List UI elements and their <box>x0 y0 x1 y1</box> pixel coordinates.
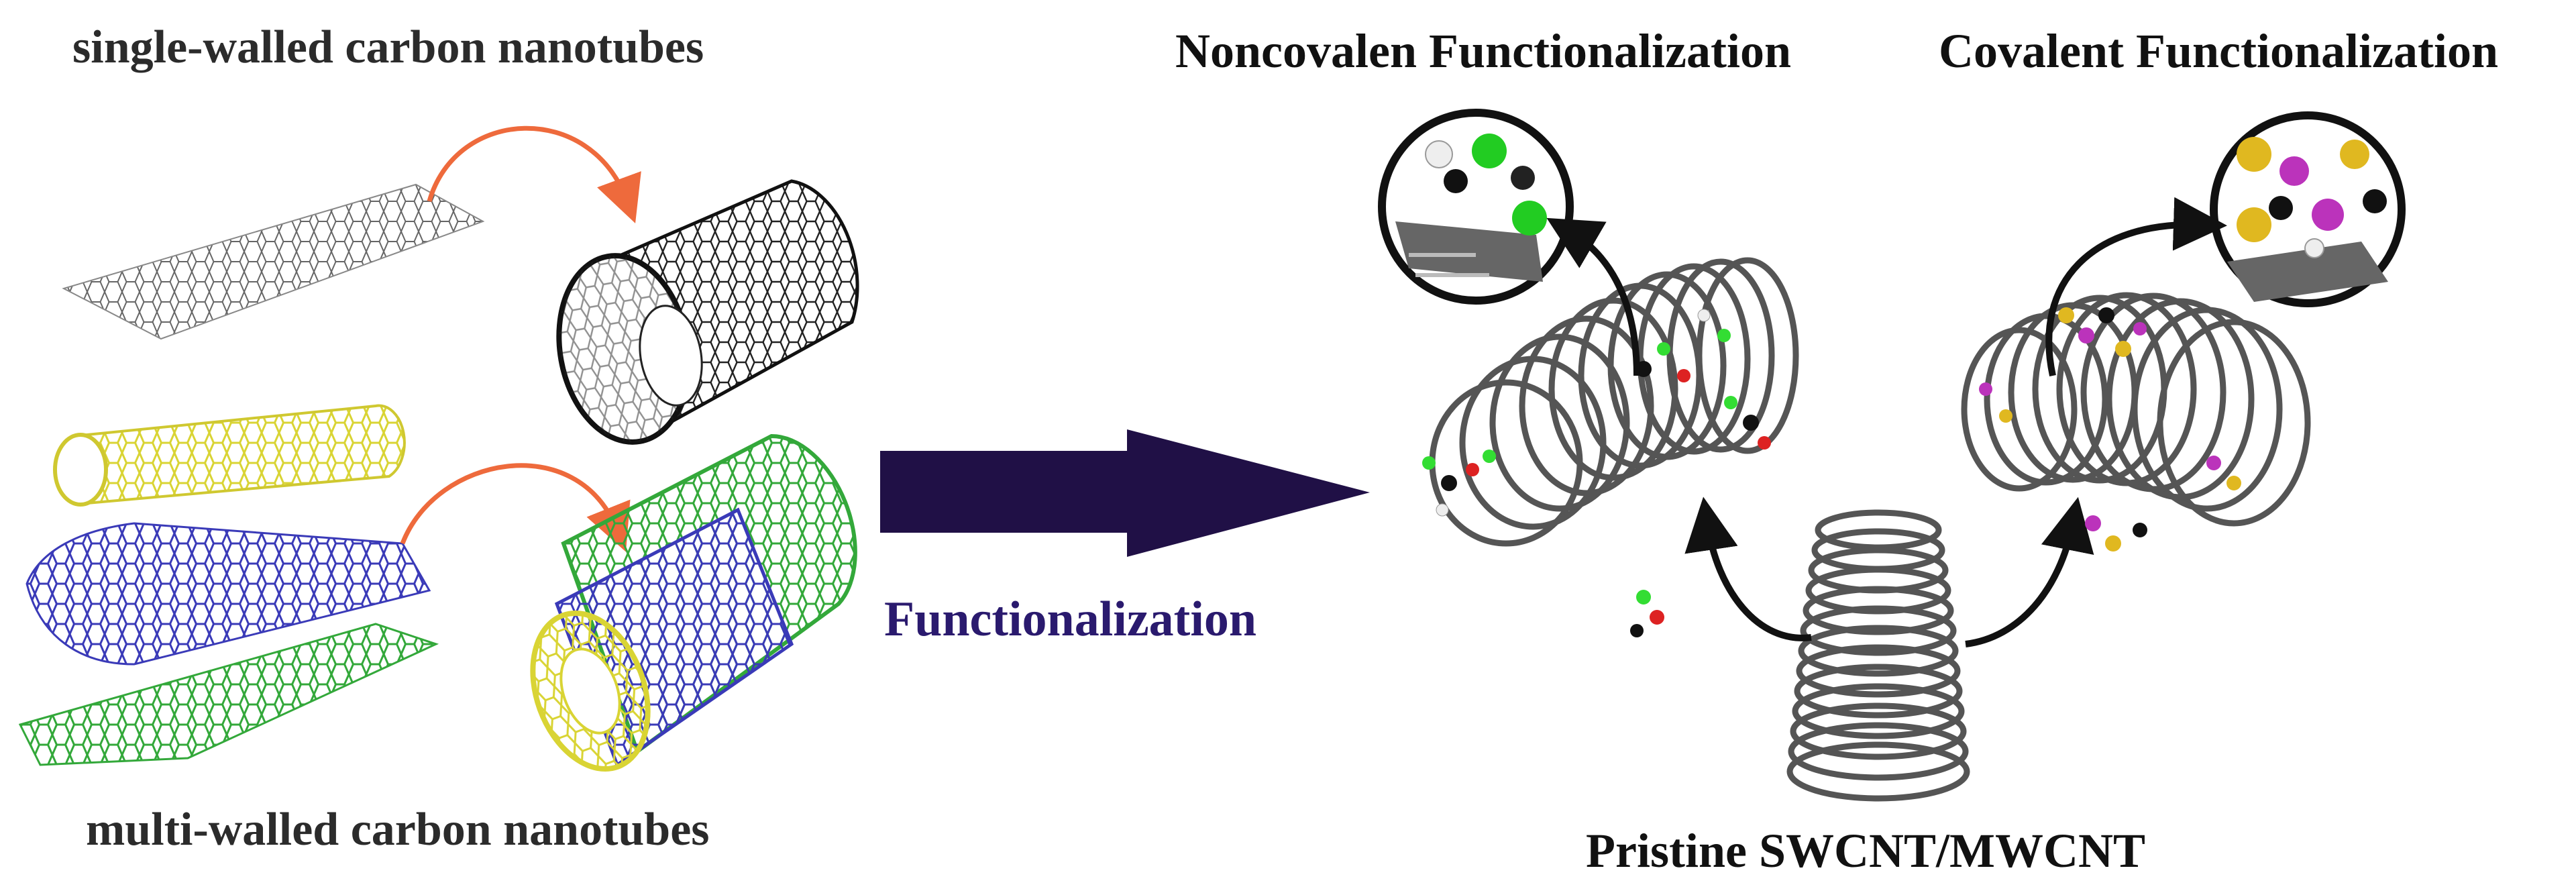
noncovalent-label: Noncovalen Functionalization <box>1175 24 1792 78</box>
arrow-pristine-to-covalent <box>1965 496 2094 647</box>
arrow-to-covalent-inset <box>2045 197 2227 377</box>
multi-wall-nanotube <box>530 433 857 772</box>
noncovalent-zoom-inset <box>1378 109 1574 305</box>
orange-curved-arrow-bottom <box>400 463 631 552</box>
covalent-molecules <box>1979 307 2241 552</box>
blue-layer-sheet <box>25 522 431 666</box>
green-layer-sheet <box>18 623 439 766</box>
arrow-pristine-to-noncovalent <box>1684 496 1812 641</box>
pristine-nanotube <box>1786 509 1970 802</box>
pristine-label: Pristine SWCNT/MWCNT <box>1586 824 2145 878</box>
yellow-layer-tube <box>53 404 406 507</box>
orange-curved-arrow-top <box>427 125 641 223</box>
covalent-label: Covalent Functionalization <box>1939 24 2499 78</box>
covalent-nanotube <box>1961 292 2311 527</box>
single-wall-nanotube-black <box>556 179 859 445</box>
single-walled-label: single-walled carbon nanotubes <box>72 21 704 73</box>
functionalization-label: Functionalization <box>884 592 1257 647</box>
arrow-to-noncovalent-inset <box>1546 217 1640 376</box>
functionalization-arrow <box>880 429 1370 557</box>
covalent-zoom-inset <box>2210 111 2406 307</box>
graphene-sheet-gray <box>62 183 485 340</box>
multi-walled-label: multi-walled carbon nanotubes <box>86 804 710 855</box>
